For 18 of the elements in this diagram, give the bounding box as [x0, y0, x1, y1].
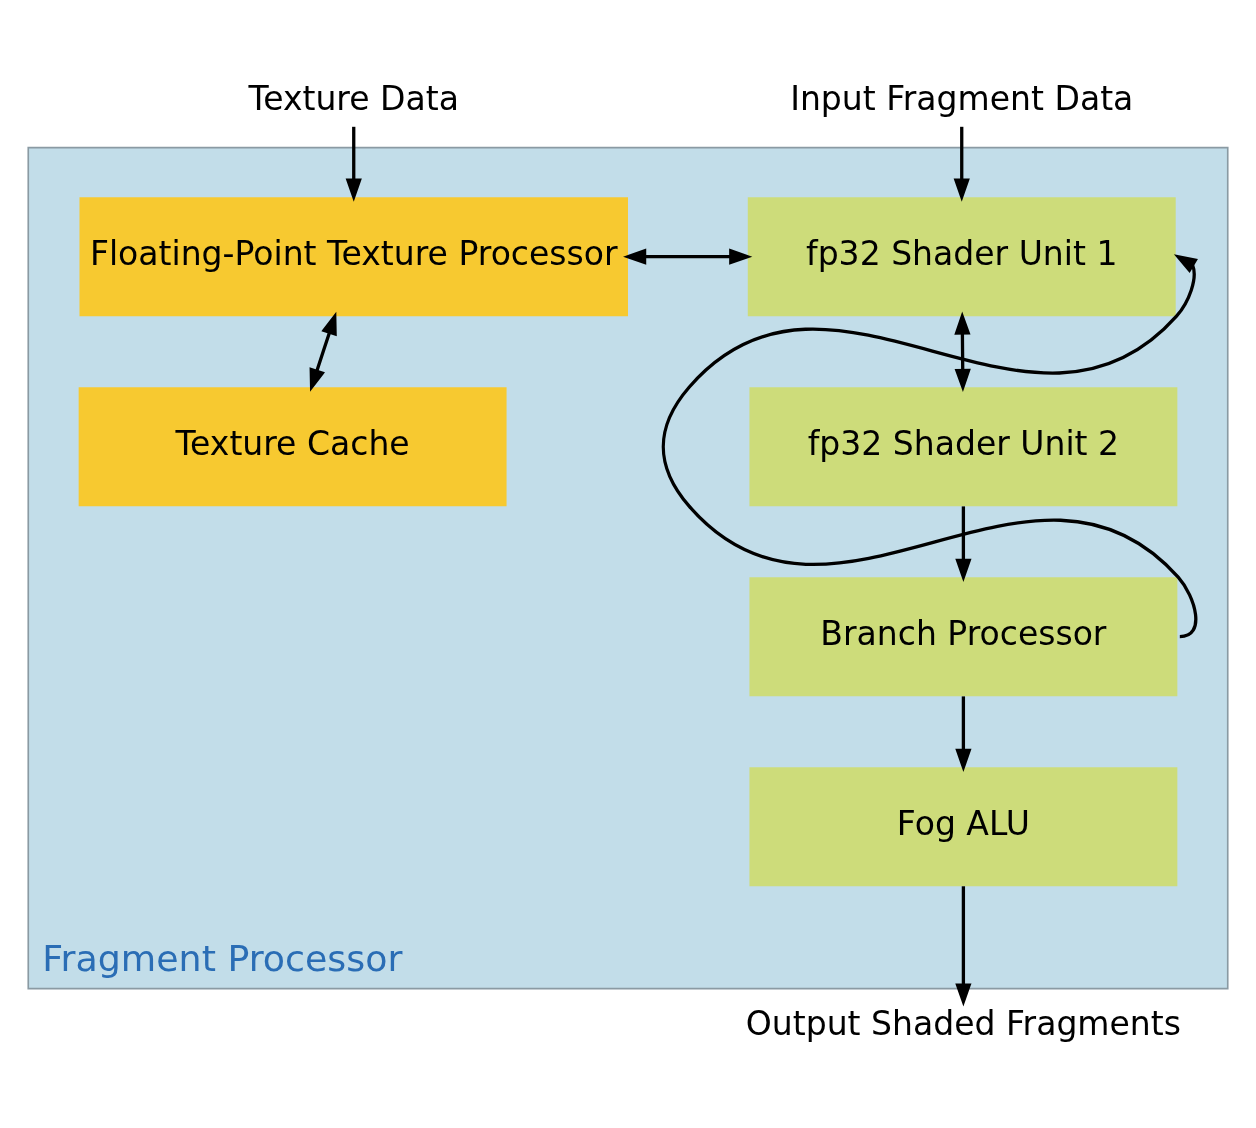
- arrow: [345, 126, 362, 202]
- arrow: [955, 696, 972, 773]
- node-box: fp32 Shader Unit 2: [749, 387, 1178, 507]
- node-text: Output Shaded Fragments: [745, 1003, 1181, 1043]
- arrow: [955, 506, 972, 583]
- node-box: Branch Processor: [749, 577, 1178, 697]
- arrow: [309, 311, 337, 392]
- arrow: [954, 311, 971, 393]
- arrow: [953, 126, 970, 202]
- arrow: [623, 248, 753, 265]
- arrow: [955, 886, 972, 1007]
- node-box: fp32 Shader Unit 1: [747, 197, 1176, 317]
- node-text: Input Fragment Data: [790, 78, 1134, 118]
- node-box: Texture Cache: [78, 387, 507, 507]
- node-box: Fog ALU: [749, 767, 1178, 887]
- node-text: Texture Data: [248, 78, 459, 118]
- arrow: [661, 254, 1198, 639]
- node-box: Floating-Point Texture Processor: [79, 197, 628, 317]
